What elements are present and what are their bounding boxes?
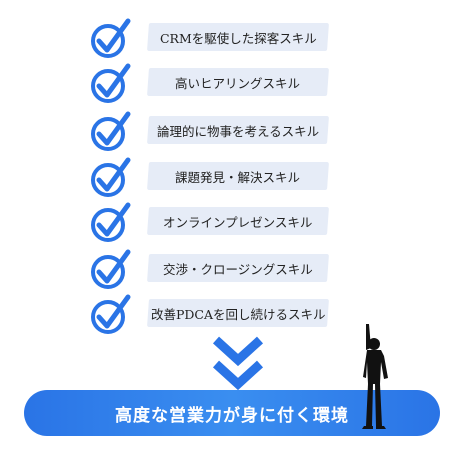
skill-label-box: 課題発見・解決スキル [147,162,329,190]
skill-label: 高いヒアリングスキル [175,75,301,91]
check-circle-icon [91,249,131,289]
check-circle-icon [91,202,131,242]
skill-label-box: 高いヒアリングスキル [147,68,329,96]
skill-label: 課題発見・解決スキル [175,169,301,185]
skill-label-box: 改善PDCAを回し続けるスキル [147,299,329,327]
skill-label: 交渉・クロージングスキル [163,261,313,277]
skill-row: 交渉・クロージングスキル [88,248,358,289]
banner-text: 高度な営業力が身に付く環境 [115,405,349,426]
skill-label: CRMを駆使した探客スキル [159,30,317,46]
skill-row: CRMを駆使した探客スキル [88,17,358,58]
person-silhouette-icon [362,324,388,429]
skill-label-box: CRMを駆使した探客スキル [147,23,329,51]
check-circle-icon [91,294,131,334]
skill-row: 改善PDCAを回し続けるスキル [88,293,358,334]
skill-row: 論理的に物事を考えるスキル [88,110,358,151]
check-circle-icon [91,63,131,103]
check-circle-icon [91,111,131,151]
skill-row: 課題発見・解決スキル [88,156,358,197]
skill-row: オンラインプレゼンスキル [88,201,358,242]
double-chevron-down-icon [212,336,264,391]
skill-label: オンラインプレゼンスキル [163,214,313,230]
check-circle-icon [91,157,131,197]
check-circle-icon [91,18,131,58]
skill-label-box: オンラインプレゼンスキル [147,207,329,235]
skill-label-box: 論理的に物事を考えるスキル [147,116,329,144]
skill-label: 論理的に物事を考えるスキル [156,123,320,139]
skill-label-box: 交渉・クロージングスキル [147,254,329,282]
skill-row: 高いヒアリングスキル [88,62,358,103]
skill-label: 改善PDCAを回し続けるスキル [150,306,326,322]
